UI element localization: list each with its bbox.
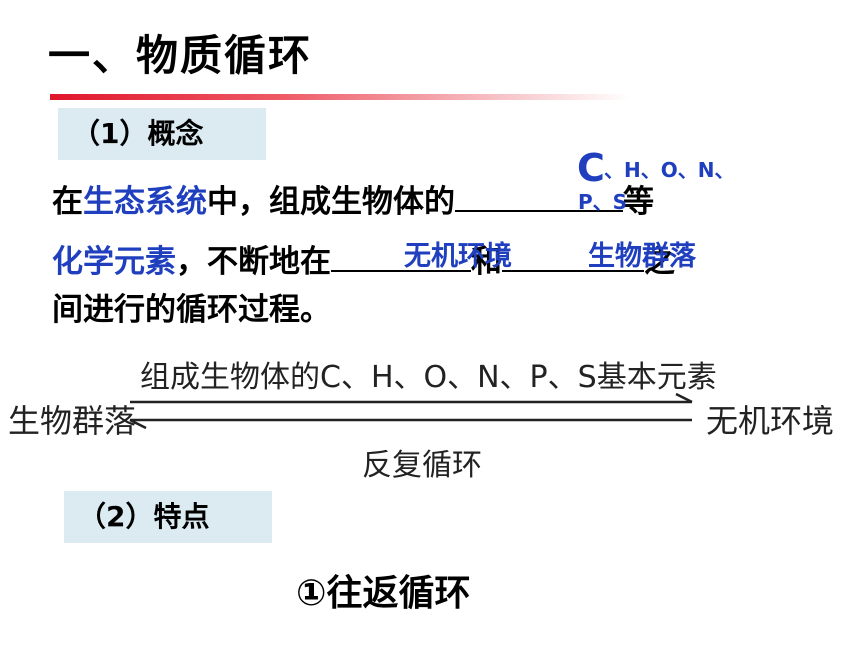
concept-line-1: 在生态系统中，组成生物体的 等 [52,176,654,221]
cycle-diagram: 生物群落 无机环境 组成生物体的C、H、O、N、P、S基本元素 反复循环 [0,340,860,490]
arrow-back-head [129,418,147,430]
title-underline [50,94,630,100]
diagram-bottom-label: 反复循环 [362,448,482,483]
concept-heading: （1）概念 [58,108,266,160]
diagram-left-label: 生物群落 [8,402,137,440]
blank-elements [455,176,623,212]
cycle-arrows [129,392,693,430]
text-suffix-2: 之 [644,244,675,280]
term-chemical-elements: 化学元素 [52,244,176,280]
feature-point-1: ①往返循环 [296,573,471,614]
text-mid: 中，组成生物体的 [207,184,455,220]
answer-biological-community: 生物群落 [588,241,696,272]
arrow-forward-head [675,392,693,404]
concept-line-3: 间进行的循环过程。 [52,292,331,328]
diagram-top-label: 组成生物体的C、H、O、N、P、S基本元素 [140,360,717,395]
page-title: 一、物质循环 [48,31,313,80]
text-suffix: 等 [623,184,654,220]
blank-biocommunity [502,236,644,272]
answer-inorganic-environment: 无机环境 [404,241,512,272]
diagram-right-label: 无机环境 [706,402,835,440]
answer-elements-rest: 、H、O、N、 [604,158,735,182]
concept-line-2: 化学元素，不断地在 和 之 [52,236,675,281]
blank-inorganic [331,236,471,272]
answer-elements-ps: P、S [578,190,628,214]
text-mid-2: ，不断地在 [176,244,331,280]
feature-heading: （2）特点 [64,491,272,543]
term-ecosystem: 生态系统 [83,184,207,220]
text-and: 和 [471,244,502,280]
text-prefix: 在 [52,184,83,220]
answer-elements-c: C [577,146,605,190]
